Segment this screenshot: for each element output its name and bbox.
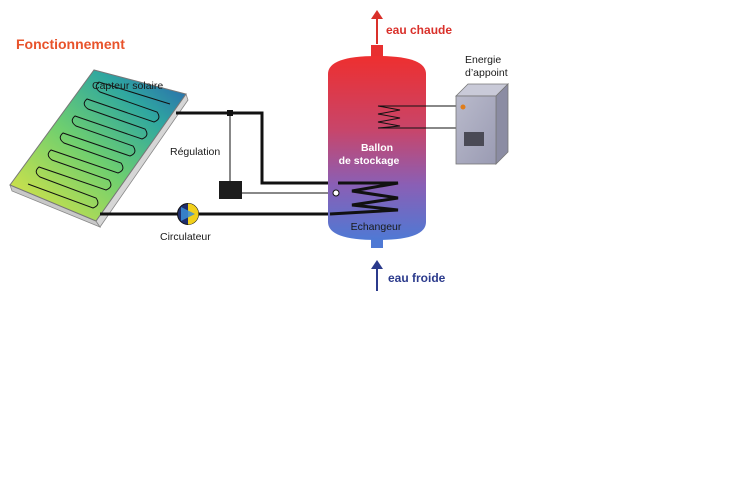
auxiliary-energy-box	[455, 83, 509, 165]
collector-label: Capteur solaire	[92, 80, 163, 92]
auxiliary-coil	[377, 105, 456, 129]
hot-water-label: eau chaude	[386, 23, 452, 37]
energy-label-line2: d’appoint	[465, 67, 508, 79]
tank-label-line1: Ballon	[361, 142, 393, 154]
diagram-title: Fonctionnement	[16, 36, 125, 52]
solar-collector	[9, 69, 189, 228]
regulation-label: Régulation	[170, 146, 220, 158]
exchanger-label: Echangeur	[351, 221, 402, 233]
sensor-node	[227, 110, 233, 116]
hot-pipe	[176, 111, 338, 185]
display-panel	[464, 132, 484, 146]
exchanger-coil	[329, 181, 399, 216]
energy-label-line1: Energie	[465, 54, 501, 66]
storage-tank	[328, 45, 426, 248]
circulator-label: Circulateur	[160, 231, 211, 243]
indicator-light-icon	[460, 104, 466, 110]
cold-water-arrow-icon	[371, 260, 383, 291]
circulator-pump	[177, 203, 199, 225]
collector-tube	[27, 81, 171, 209]
tank-label-line2: de stockage	[339, 155, 400, 167]
cold-water-label: eau froide	[388, 271, 446, 285]
hot-water-arrow-icon	[371, 10, 383, 44]
regulation-box	[219, 181, 242, 199]
tank-sensor	[332, 189, 340, 197]
